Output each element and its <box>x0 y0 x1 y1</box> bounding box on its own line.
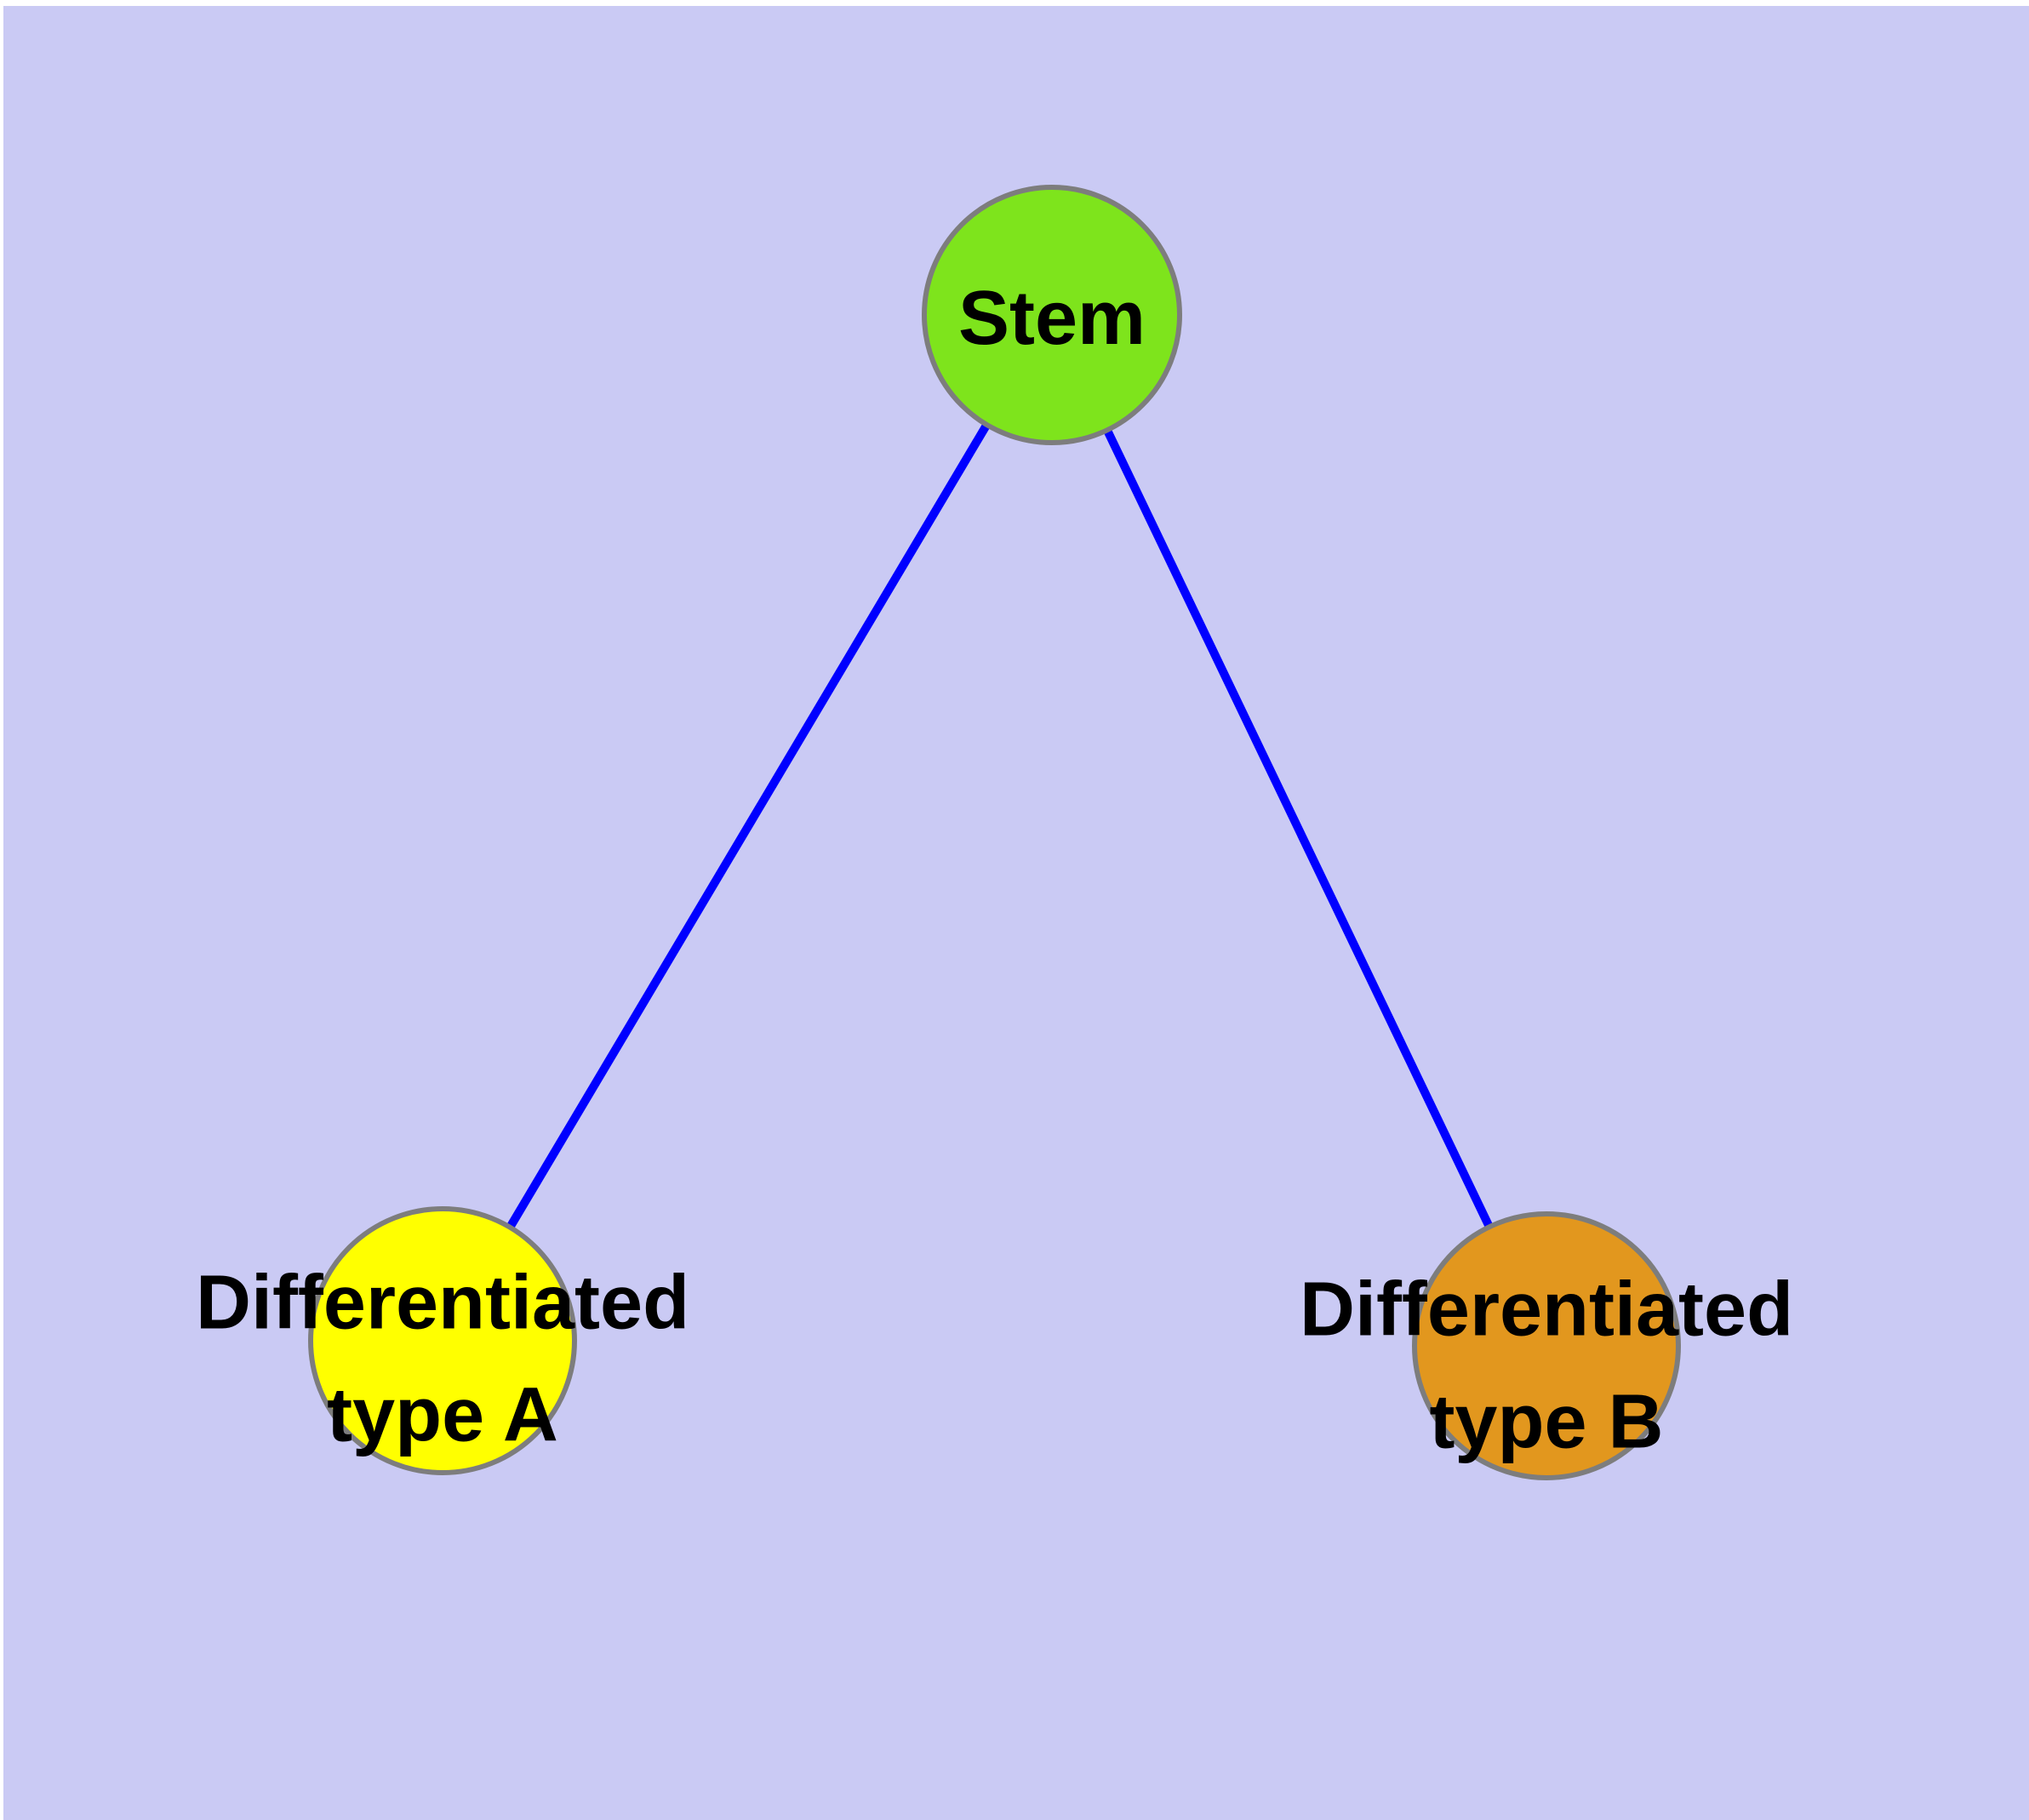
node-stem <box>922 185 1182 445</box>
node-label-type-a-line-2: type A <box>327 1373 558 1458</box>
node-label-differentiated-type-b: Differentiated type B <box>1300 1254 1793 1479</box>
node-differentiated-type-a <box>308 1206 577 1475</box>
node-differentiated-type-b <box>1412 1211 1681 1480</box>
edge-stem-to-type-b <box>1048 312 1551 1348</box>
node-label-stem-line: Stem <box>957 275 1146 361</box>
node-label-differentiated-type-a: Differentiated type A <box>196 1247 689 1473</box>
node-label-type-b-line-2: type B <box>1429 1380 1664 1465</box>
edge-stem-to-type-a <box>438 312 1056 1343</box>
node-label-type-b-line-1: Differentiated <box>1299 1267 1794 1353</box>
node-label-type-a-line-1: Differentiated <box>195 1260 690 1346</box>
node-label-stem: Stem <box>958 262 1146 375</box>
